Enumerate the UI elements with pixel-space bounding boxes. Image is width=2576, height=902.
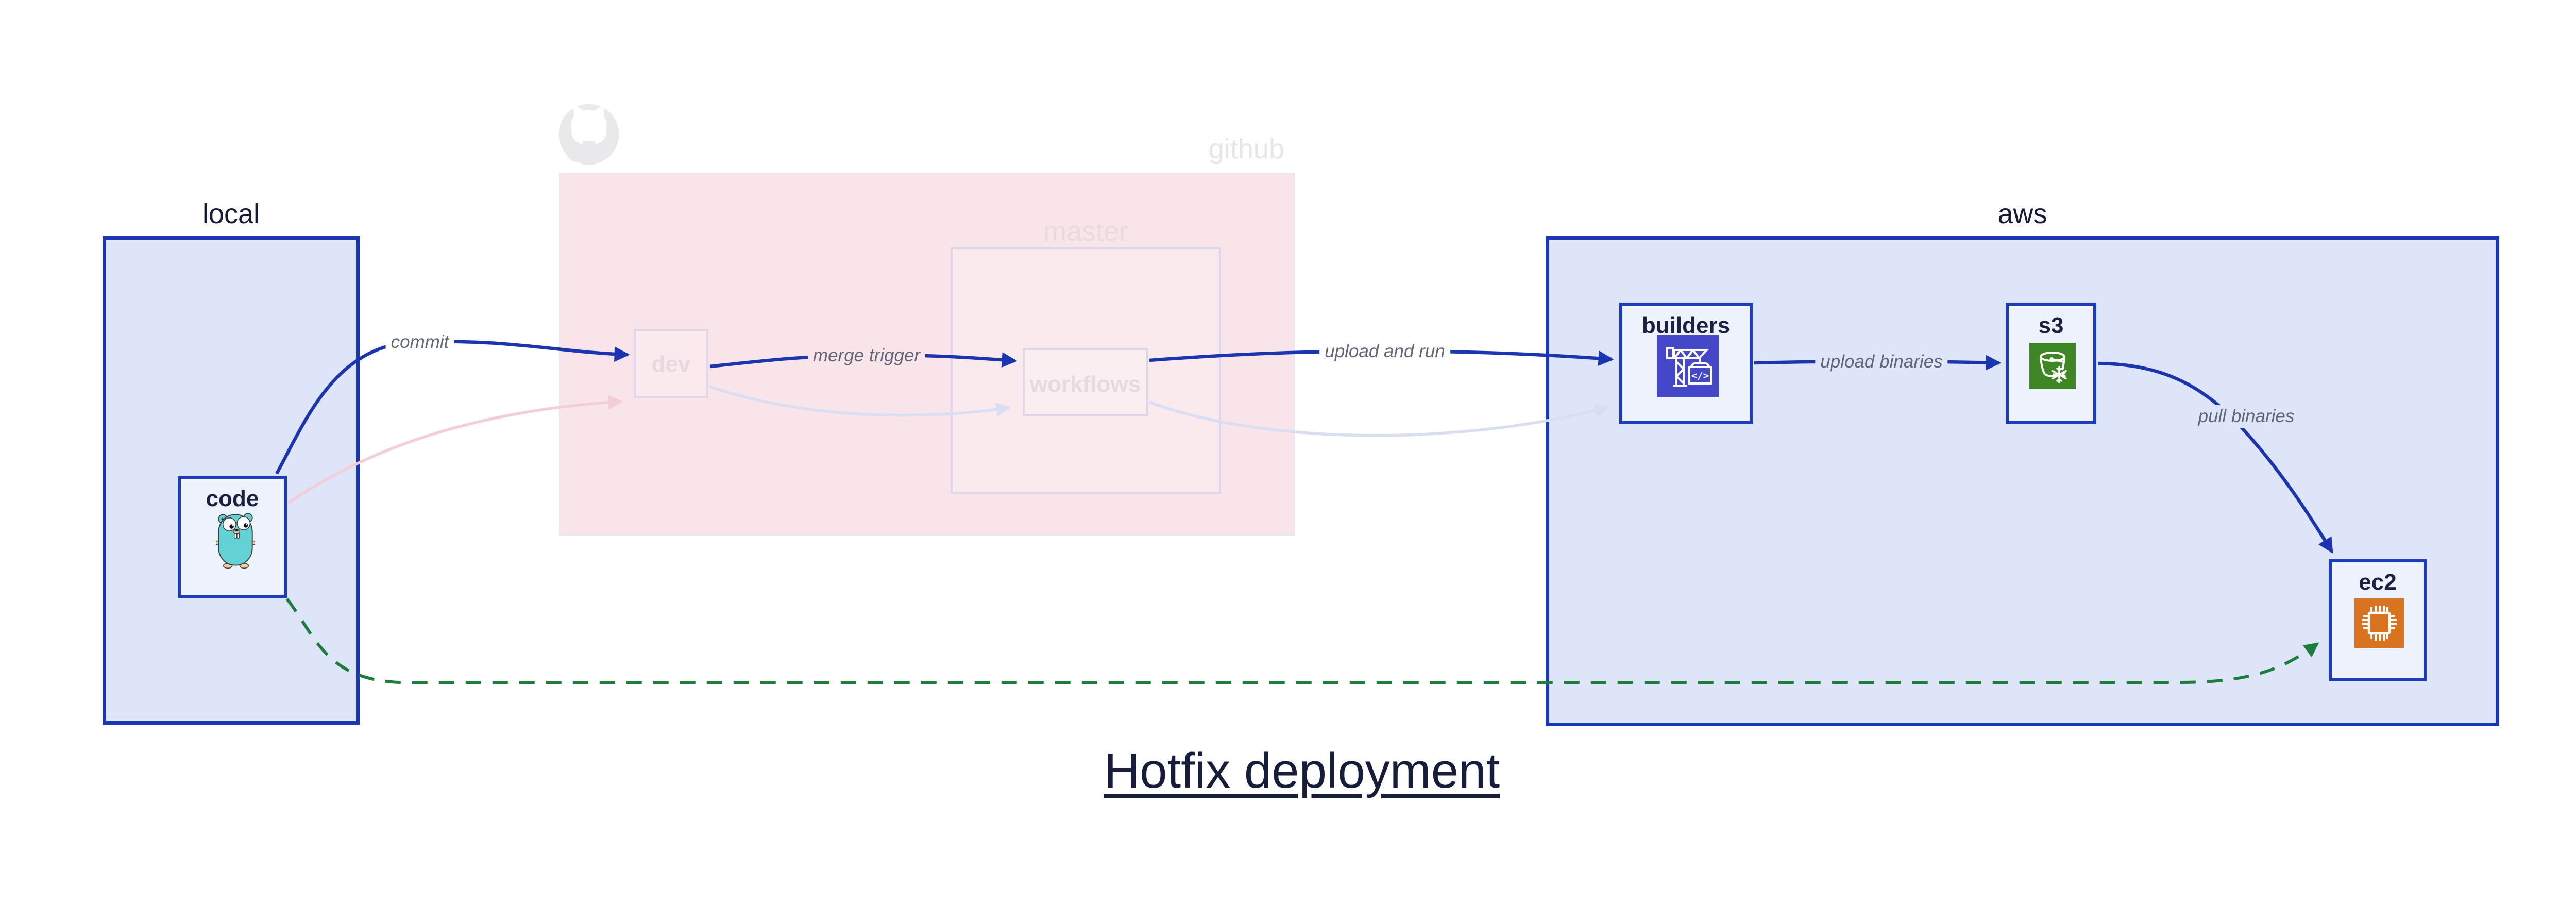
node-code: code <box>178 476 287 598</box>
aws-ec2-icon <box>2354 598 2404 648</box>
container-label-local: local <box>202 198 260 229</box>
node-label-ec2: ec2 <box>2359 570 2397 595</box>
container-master <box>951 247 1221 494</box>
svg-text:</>: </> <box>1691 370 1709 381</box>
node-label-dev: dev <box>651 352 691 377</box>
edge-label-upload-and-run: upload and run <box>1319 340 1450 363</box>
aws-s3-glacier-icon <box>2029 343 2076 389</box>
node-label-code: code <box>206 486 259 511</box>
container-label-master: master <box>1043 216 1129 247</box>
node-builders: builders </> <box>1619 303 1753 424</box>
diagram-title: Hotfix deployment <box>1104 743 1500 798</box>
edge-label-merge-trigger: merge trigger <box>807 344 926 367</box>
node-label-workflows: workflows <box>1029 372 1141 397</box>
node-dev: dev <box>634 329 708 398</box>
node-label-s3: s3 <box>2038 313 2064 338</box>
edge-label-upload-binaries: upload binaries <box>1815 350 1948 373</box>
node-workflows: workflows <box>1023 348 1148 416</box>
github-octocat-icon <box>558 104 619 165</box>
node-label-builders: builders <box>1641 313 1731 338</box>
edge-label-commit: commit <box>385 331 454 354</box>
go-gopher-icon <box>216 513 255 569</box>
node-ec2: ec2 <box>2329 559 2427 681</box>
aws-codebuild-icon: </> <box>1657 335 1719 397</box>
edge-label-pull-binaries: pull binaries <box>2193 405 2300 428</box>
node-s3: s3 <box>2006 303 2096 424</box>
container-label-aws: aws <box>1997 198 2047 229</box>
container-label-github: github <box>1208 133 1284 164</box>
